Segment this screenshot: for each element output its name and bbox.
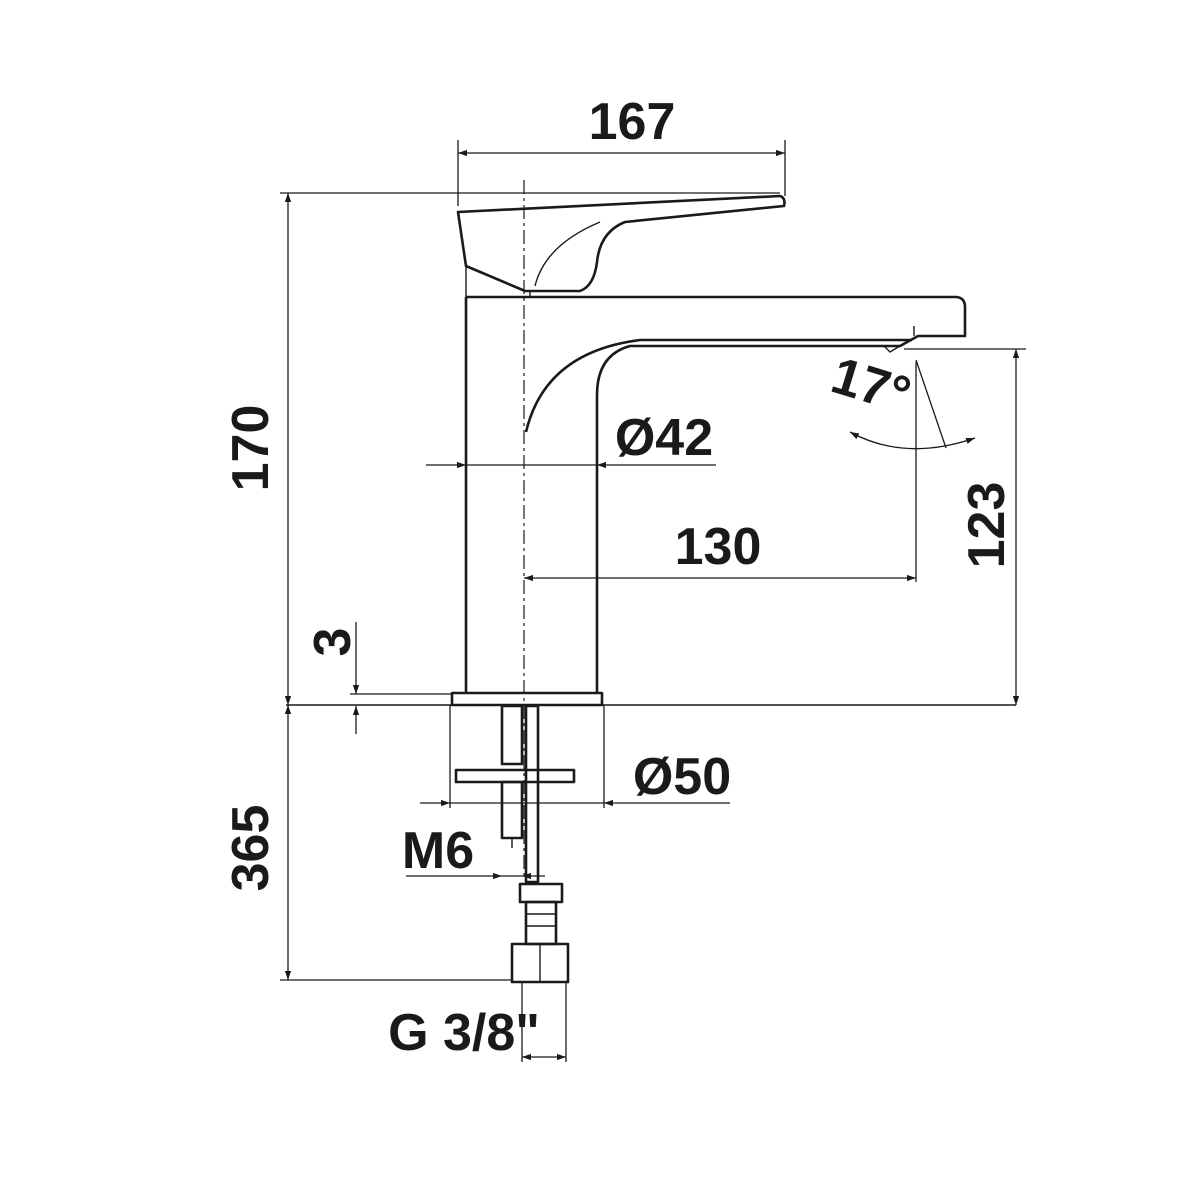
hose-ferrule (518, 882, 564, 904)
label-17deg: 17° (825, 347, 917, 425)
label-130: 130 (675, 518, 762, 576)
label-m6: M6 (402, 822, 474, 880)
label-365: 365 (222, 805, 280, 892)
spout-inner-curve (524, 338, 912, 433)
dimension-170 (280, 192, 780, 705)
dimension-17deg (849, 359, 976, 450)
mounting-washer (454, 768, 576, 784)
lever-base (465, 266, 531, 297)
label-g38: G 3/8" (388, 1004, 540, 1062)
aerator-lip (883, 326, 915, 353)
lever-handle (456, 194, 786, 293)
dimension-130 (524, 362, 917, 582)
dimension-123 (904, 348, 1026, 705)
label-170: 170 (222, 405, 280, 492)
dimension-3 (350, 622, 452, 734)
lever-handle-inner (534, 221, 601, 287)
label-123: 123 (958, 482, 1016, 569)
label-167: 167 (589, 93, 676, 151)
faucet-spout (466, 295, 967, 396)
hose-crimp (524, 900, 558, 946)
dimension-g38 (521, 982, 567, 1062)
supply-hose (524, 704, 540, 884)
mounting-nut (500, 780, 524, 840)
label-dia42: Ø42 (615, 409, 713, 467)
label-dia50: Ø50 (633, 748, 731, 806)
faucet-body (464, 297, 599, 693)
dimension-167 (457, 140, 786, 206)
dimension-dia50 (420, 705, 730, 808)
dimension-365 (280, 705, 512, 981)
mounting-hardware (454, 704, 576, 984)
label-3: 3 (304, 628, 362, 657)
base-plate (450, 691, 604, 707)
threaded-stud (500, 704, 524, 766)
